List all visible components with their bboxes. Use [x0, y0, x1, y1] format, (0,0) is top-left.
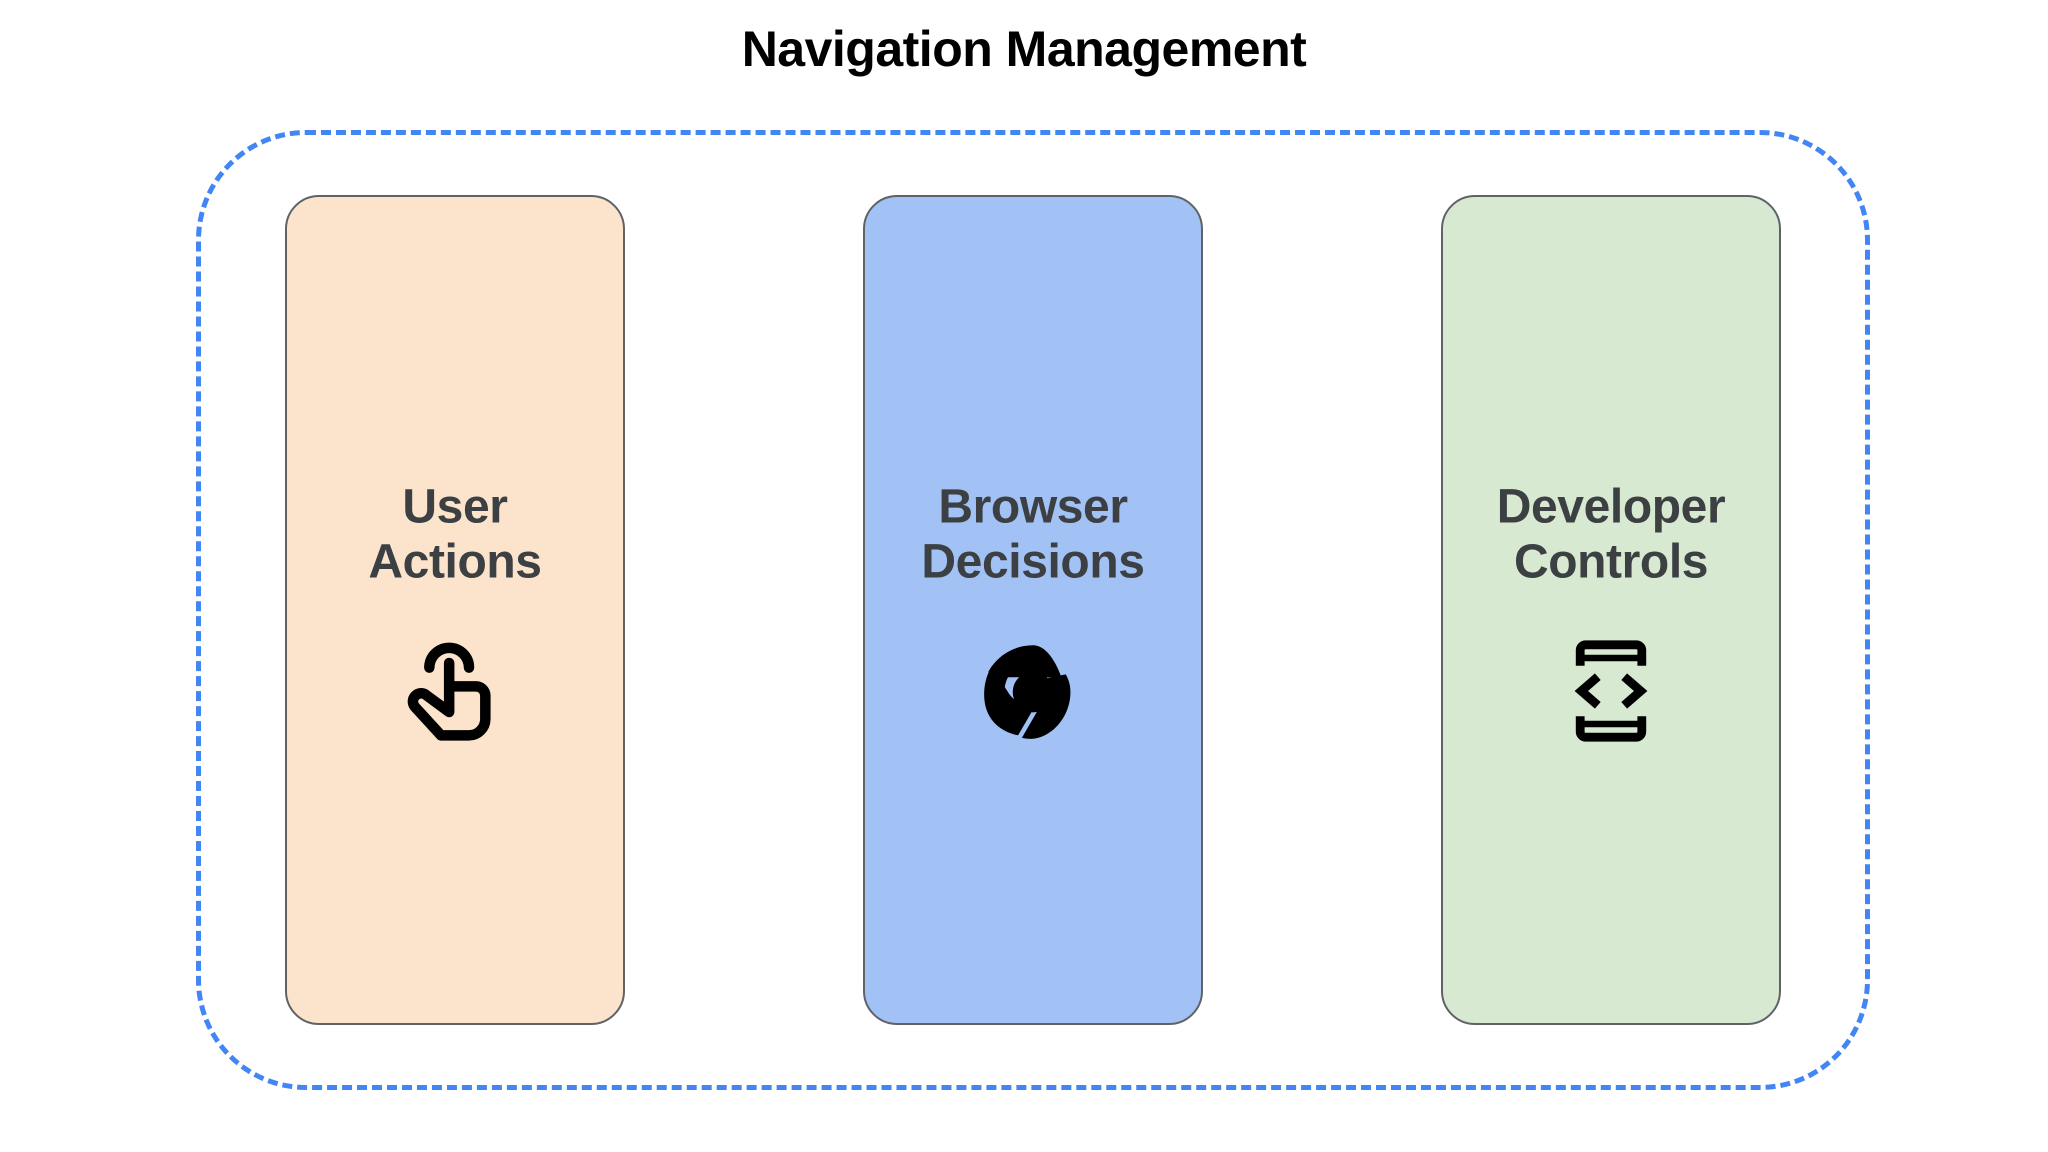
- dashed-group-container: [196, 130, 1870, 1090]
- card-label-line2: Controls: [1513, 535, 1709, 589]
- card-label-line2: Decisions: [921, 535, 1145, 589]
- touch-tap-gesture-icon: [396, 632, 514, 750]
- chrome-browser-icon: [974, 632, 1092, 750]
- developer-mode-code-icon: [1552, 632, 1670, 750]
- card-label-line1: User: [402, 480, 508, 534]
- card-label-line2: Actions: [368, 535, 542, 589]
- page-title: Navigation Management: [741, 21, 1307, 77]
- card-label-line1: Developer: [1496, 480, 1726, 534]
- card-label-line1: Browser: [938, 480, 1128, 534]
